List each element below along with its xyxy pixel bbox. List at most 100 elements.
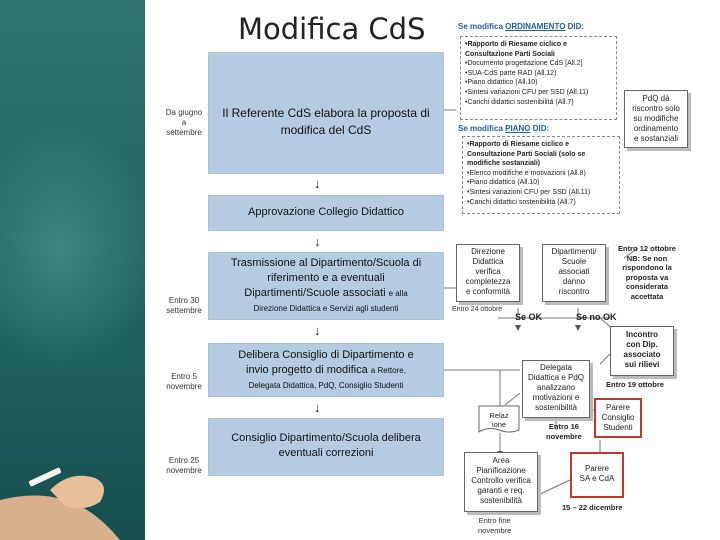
box-line: Didattica e PdQ xyxy=(527,373,585,382)
heading-key: PIANO xyxy=(505,124,531,133)
box-line: Parere xyxy=(584,464,609,473)
date-line: novembre xyxy=(166,382,202,391)
box-line: verifica xyxy=(475,267,501,276)
box-line: associato xyxy=(623,350,661,359)
heading-key: ORDINAMENTO xyxy=(505,22,566,31)
box-line: Consiglio xyxy=(601,413,635,422)
parere-sa-cda-box: Parere SA e CdA xyxy=(570,452,624,498)
step-text: invio progetto di modifica xyxy=(246,364,368,376)
step-text: Consiglio Dipartimento/Scuola delibera xyxy=(231,432,421,444)
note-line: NB: Se non xyxy=(626,253,668,263)
direzione-date: Entro 24 ottobre xyxy=(452,306,503,313)
step-text: eventuali correzioni xyxy=(278,447,374,459)
chalkboard-background xyxy=(0,0,145,540)
box-line: PdQ dà xyxy=(642,94,670,103)
box-line: ordinamento xyxy=(633,124,679,133)
box-line: sui rilievi xyxy=(624,360,660,369)
date-label-25-novembre: Entro 25 novembre xyxy=(160,456,208,476)
step-delibera-dipartimento: Delibera Consiglio di Dipartimento e inv… xyxy=(208,343,444,397)
piano-heading: Se modifica PIANO DID: xyxy=(458,124,549,133)
hand-chalk-image xyxy=(0,467,120,540)
list-item: Consultazione Parti Sociali xyxy=(465,50,555,58)
box-line: Pianificazione xyxy=(476,466,526,475)
list-item: •Piano didattico (All.10) xyxy=(465,79,538,87)
parere-sa-date: 15 – 22 dicembre xyxy=(562,503,623,512)
box-line: su modifiche xyxy=(633,114,679,123)
relazione-document-icon xyxy=(478,405,520,433)
area-pianificazione-box: Area Pianificazione Controllo verifica g… xyxy=(464,452,538,512)
ordinamento-documents-list: •Rapporto di Riesame ciclico e Consultaz… xyxy=(460,36,617,120)
box-line: con Dip. xyxy=(626,340,658,349)
list-item: •Elenco modifiche e motivazioni (All.8) xyxy=(467,169,586,177)
step-trasmissione: Trasmissione al Dipartimento/Scuola di r… xyxy=(208,252,444,320)
list-item: •Carichi didattici sostenibilità (All.7) xyxy=(465,98,574,106)
label-se-no-ok: Se no OK xyxy=(576,312,617,322)
list-item: •Carichi didattici sostenibilità (All.7) xyxy=(467,198,576,206)
note-line: accettata xyxy=(630,291,664,301)
pdq-riscontro-box: PdQ dà riscontro solo su modifiche ordin… xyxy=(624,90,688,148)
date-line: Entro 5 xyxy=(171,372,197,381)
piano-documents-list: •Rapporto di Riesame ciclico e Consultaz… xyxy=(462,136,620,214)
box-line: Area xyxy=(492,456,510,465)
date-label-30-settembre: Entro 30 settembre xyxy=(160,296,208,316)
step-text-small: a Rettore, xyxy=(370,366,406,375)
list-item: •Piano didattico (All.10) xyxy=(467,179,540,187)
date-line: settembre xyxy=(166,128,202,137)
incontro-dip-box: Incontro con Dip. associato sui rilievi xyxy=(610,326,674,376)
step-text: Approvazione Collegio Didattico xyxy=(248,206,404,218)
list-item: •Rapporto di Riesame ciclico e xyxy=(467,141,570,148)
list-item: •Rapporto di Riesame ciclico e xyxy=(465,41,568,48)
box-line: ione xyxy=(491,420,507,429)
dipartimenti-associati-box: Dipartimenti/ Scuole associati danno ris… xyxy=(542,244,606,302)
box-line: analizzano xyxy=(536,383,576,392)
date-line: Entro 25 xyxy=(168,456,200,465)
list-item: •Documento progettazione CdS [All.2] xyxy=(465,60,583,68)
date-label-5-novembre: Entro 5 novembre xyxy=(160,372,208,392)
box-line: danno xyxy=(562,277,586,286)
date-line: novembre xyxy=(166,466,202,475)
label-se-ok: Se OK xyxy=(515,312,543,322)
box-line: SA e CdA xyxy=(579,474,615,483)
step-text-small: Direzione Didattica e Servizi agli stude… xyxy=(253,304,399,313)
note-line: novembre xyxy=(546,431,582,441)
list-item: •Sintesi variazioni CFU per SSD (All.11) xyxy=(465,88,589,96)
date-line: Entro 30 xyxy=(168,296,200,305)
step-text: Trasmissione al Dipartimento/Scuola di xyxy=(230,257,422,269)
down-arrow-icon: ↓ xyxy=(314,323,321,338)
list-item: Consultazione Parti Sociali (solo se xyxy=(467,150,586,158)
board-glow xyxy=(0,120,145,380)
note-entro-12-ottobre: Entro 12 ottobre NB: Se non rispondono l… xyxy=(612,244,682,301)
step-text-small: Delegata Didattica, PdQ, Consiglio Stude… xyxy=(248,381,404,390)
box-line: Studenti xyxy=(603,423,633,432)
step-text: Il Referente CdS elabora la proposta di xyxy=(222,106,430,120)
date-line: Entro fine xyxy=(478,516,511,525)
box-line: riscontro solo xyxy=(632,104,680,113)
note-line: rispondono la xyxy=(622,263,672,272)
down-arrow-icon: ↓ xyxy=(314,400,321,415)
note-line: considerata xyxy=(625,282,669,291)
page-title: Modifica CdS xyxy=(238,12,426,46)
box-line: Direzione xyxy=(471,247,505,256)
heading-text: Se modifica xyxy=(458,124,506,133)
heading-text: DID: xyxy=(565,22,585,31)
date-line: settembre xyxy=(166,306,202,315)
note-line: proposta va xyxy=(625,272,669,282)
box-line: Relaz xyxy=(489,411,509,420)
list-item: •Sintesi variazioni CFU per SSD (All.11) xyxy=(467,188,591,196)
area-date: Entro fine novembre xyxy=(478,516,511,536)
date-line: novembre xyxy=(478,526,512,535)
step-text: riferimento e a eventuali xyxy=(267,272,385,284)
box-line: riscontro xyxy=(558,287,590,296)
box-line: sostenibilità xyxy=(535,403,577,412)
list-item: modifiche sostanziali) xyxy=(467,160,541,168)
step-approvazione-collegio: Approvazione Collegio Didattico xyxy=(208,195,444,231)
box-line: Incontro xyxy=(626,330,658,339)
box-line: e sostanziali xyxy=(633,134,679,143)
box-line: Delegata xyxy=(539,363,573,372)
box-line: Parere xyxy=(605,403,630,412)
heading-text: Se modifica xyxy=(458,22,506,31)
box-line: Dipartimenti/ xyxy=(551,247,597,256)
direzione-didattica-box: Direzione Didattica verifica completezza… xyxy=(456,244,520,302)
box-line: completezza xyxy=(465,277,511,286)
box-line: Scuole xyxy=(561,257,587,266)
